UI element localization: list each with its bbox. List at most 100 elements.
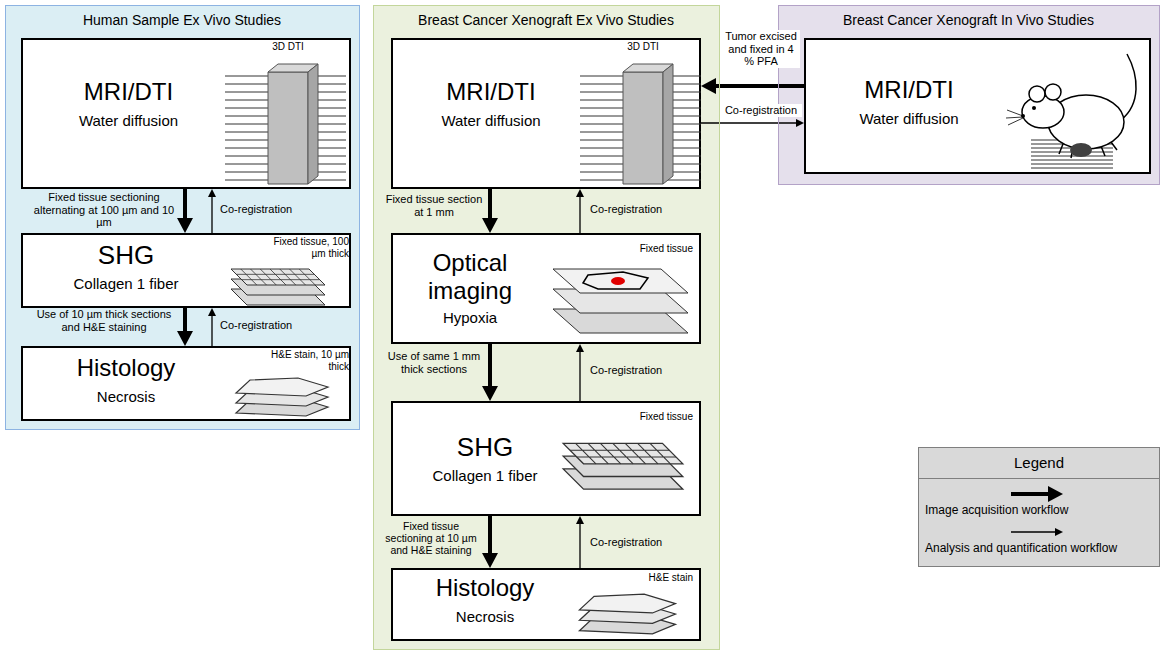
histology-slices-illustration — [228, 374, 338, 420]
acquisition-sample — [1009, 486, 1065, 502]
edge-label: Co-registration — [720, 104, 802, 117]
arrow-head — [1048, 486, 1063, 502]
acquisition-arrow — [177, 308, 193, 346]
coregistration-arrow — [208, 189, 216, 233]
arrow-shaft — [488, 189, 492, 221]
box-subtitle: Water diffusion — [401, 112, 581, 129]
arrow-head — [177, 218, 193, 233]
sample-label: 3D DTI — [603, 41, 683, 53]
coregistration-arrow — [576, 344, 584, 401]
box-subtitle: Water diffusion — [814, 110, 1004, 127]
legend-heading: Legend — [919, 454, 1159, 471]
acquisition-arrow — [482, 516, 498, 568]
arrow-shaft — [1011, 531, 1057, 532]
arrow-head — [482, 218, 498, 233]
box-title: SHG — [31, 241, 221, 271]
edge-label: Tumor excised and fixed in 4 % PFA — [722, 30, 800, 68]
box-title: MRI/DTI — [814, 76, 1004, 104]
process-box: SHGCollagen 1 fiberFixed tissue, 100 µm … — [21, 233, 351, 308]
arrow-shaft — [713, 84, 804, 88]
coregistration-arrow — [576, 189, 584, 233]
edge-label: Co-registration — [590, 203, 700, 216]
arrow-shaft — [211, 195, 212, 233]
arrow-shaft — [183, 189, 187, 221]
box-title: Histology — [31, 354, 221, 382]
legend-text: Analysis and quantification workflow — [925, 542, 1155, 556]
sample-label: 3D DTI — [248, 41, 328, 53]
study-panel: Human Sample Ex Vivo Studies MRI/DTI Wate… — [5, 5, 360, 430]
acquisition-arrow — [177, 189, 193, 233]
arrow-head — [177, 331, 193, 346]
mouse-illustration — [1001, 44, 1146, 172]
arrow-head — [576, 516, 584, 524]
box-title: Histology — [405, 574, 565, 602]
arrow-shaft — [579, 522, 580, 568]
panel-fill — [373, 5, 720, 650]
arrow-shaft — [488, 344, 492, 389]
process-box: HistologyNecrosisH&E stain, 10 µm thick — [21, 346, 351, 421]
arrow-head — [1055, 528, 1063, 536]
process-box: MRI/DTI Water diffusion 3D DTI — [21, 38, 351, 189]
arrow-shaft — [488, 516, 492, 556]
edge-label: Co-registration — [220, 319, 340, 332]
box-title: SHG — [405, 433, 565, 463]
arrow-shaft — [701, 122, 798, 123]
process-box: Optical imagingHypoxiaFixed tissue — [391, 233, 701, 344]
acquisition-arrow — [482, 344, 498, 401]
acquisition-arrow — [482, 189, 498, 233]
box-title: MRI/DTI — [31, 78, 226, 106]
arrow-head — [208, 308, 216, 316]
dti-stack-illustration — [223, 54, 348, 188]
arrow-head — [482, 386, 498, 401]
arrow-head — [576, 344, 584, 352]
arrow-shaft — [579, 350, 580, 401]
box-subtitle: Necrosis — [405, 608, 565, 625]
edge-label: Co-registration — [590, 536, 700, 549]
edge-label: Use of 10 µm thick sections and H&E stai… — [30, 308, 178, 333]
arrow-head — [576, 189, 584, 197]
box-title: MRI/DTI — [401, 78, 581, 106]
edge-label: Fixed tissue sectioning at 10 µm and H&E… — [378, 520, 484, 556]
sample-label: Fixed tissue, 100 µm thick — [273, 236, 349, 259]
panel-title: Breast Cancer Xenograft Ex Vivo Studies — [374, 12, 718, 28]
panel-fill — [778, 5, 1160, 185]
collagen-slices-illustration — [553, 433, 693, 492]
process-box: SHG Collagen 1 fiber Fixed tissue — [391, 401, 701, 516]
legend-box: LegendImage acquisition workflowAnalysis… — [918, 447, 1160, 567]
box-title: Optical imaging — [405, 249, 535, 304]
panel-fill — [5, 5, 360, 430]
study-panel: Breast Cancer Xenograft In Vivo Studies … — [778, 5, 1160, 185]
edge-label: Use of same 1 mm thick sections — [385, 350, 483, 375]
coregistration-arrow — [208, 308, 216, 346]
arrow-shaft — [1011, 492, 1051, 496]
legend-divider — [919, 478, 1159, 479]
arrow-head — [208, 189, 216, 197]
sample-label: H&E stain — [598, 572, 693, 584]
box-subtitle: Collagen 1 fiber — [405, 467, 565, 484]
arrow-head — [796, 119, 804, 127]
legend-arrow — [1011, 528, 1063, 536]
box-subtitle: Water diffusion — [31, 112, 226, 129]
sample-label: Fixed tissue — [598, 411, 693, 423]
arrow-shaft — [211, 314, 212, 346]
arrow-shaft — [579, 195, 580, 233]
process-box: MRI/DTI Water diffusion — [804, 38, 1151, 174]
edge-label: Fixed tissue section at 1 mm — [385, 193, 483, 218]
panel-title: Human Sample Ex Vivo Studies — [6, 12, 358, 28]
panel-title: Breast Cancer Xenograft In Vivo Studies — [779, 12, 1158, 28]
arrow-shaft — [183, 308, 187, 334]
box-subtitle: Necrosis — [31, 388, 221, 405]
edge-label: Co-registration — [220, 203, 340, 216]
collagen-slices-illustration — [223, 261, 333, 307]
acquisition-arrow — [701, 78, 804, 94]
process-box: HistologyNecrosis H&E stain — [391, 568, 701, 641]
analysis-sample — [1009, 524, 1065, 540]
histology-slices-illustration — [571, 590, 686, 638]
sample-label: Fixed tissue — [598, 243, 693, 255]
coregistration-arrow — [701, 119, 804, 127]
arrow-head — [482, 553, 498, 568]
panel-grounds — [5, 5, 1160, 650]
legend-text: Image acquisition workflow — [925, 504, 1155, 518]
dti-stack-illustration — [578, 54, 703, 188]
